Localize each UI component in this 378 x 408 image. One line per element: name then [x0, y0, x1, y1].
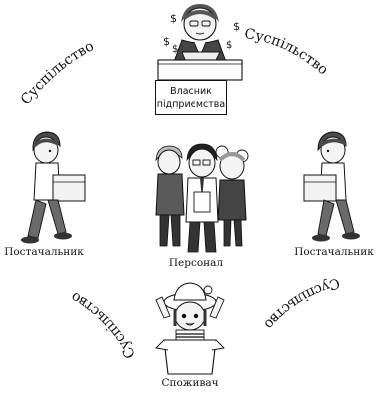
dollar-sign-icon: $ [226, 40, 232, 51]
owner-label-line2: підприємства [156, 98, 226, 110]
staff-label: Персонал [168, 257, 224, 269]
dollar-sign-icon: $ [233, 20, 240, 33]
society-label-top-left: Суспільство [18, 38, 97, 108]
owner-label: Власник підприємства [155, 80, 227, 115]
dollar-sign-icon: $ [163, 35, 170, 48]
society-label-bottom-left: Суспільство [68, 288, 139, 361]
consumer-label: Споживач [161, 377, 219, 389]
owner-label-line1: Власник [170, 85, 212, 97]
supplier-left-label: Постачальник [4, 246, 84, 258]
society-label-top-right: Суспільство [243, 26, 331, 78]
dollar-sign-icon: $ [170, 12, 177, 25]
staff-group-figure [155, 143, 249, 253]
society-label-bottom-right: Суспільство [261, 274, 342, 332]
consumer-figure [155, 282, 225, 375]
supplier-left-figure [21, 131, 86, 244]
dollar-sign-icon: $ [172, 44, 178, 55]
owner-figure: $ $ $ $ $ [157, 4, 243, 81]
supplier-right-label: Постачальник [294, 246, 374, 258]
supplier-right-figure [303, 131, 360, 242]
